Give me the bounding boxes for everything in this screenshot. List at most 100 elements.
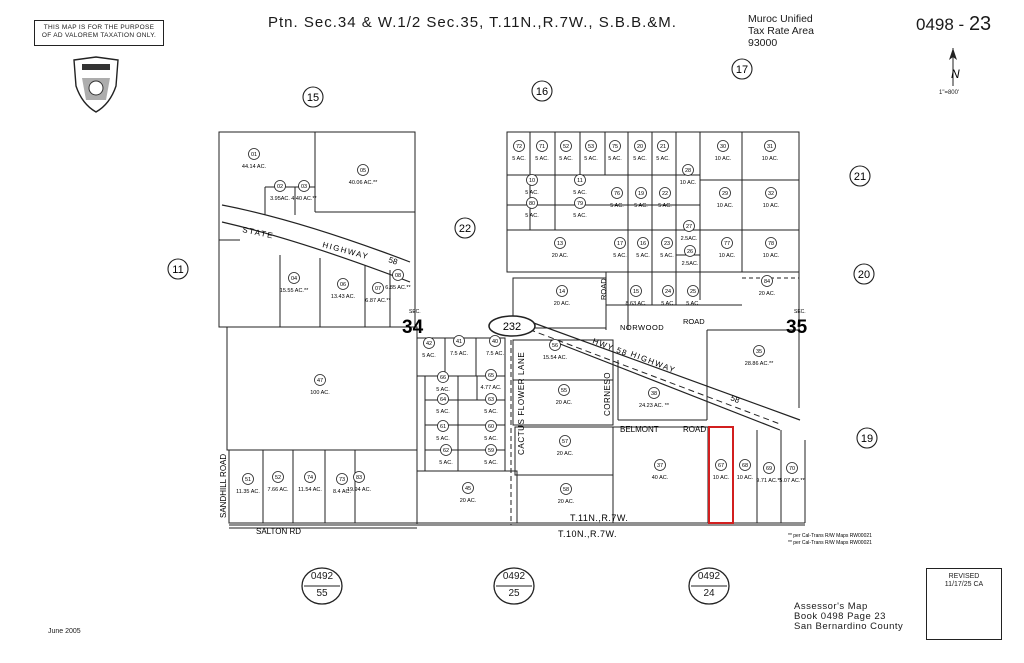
parcel-id[interactable]: 25 <box>690 289 696 295</box>
parcel-area: 10 AC. <box>713 475 730 481</box>
parcel-id[interactable]: 58 <box>563 487 569 493</box>
section-number[interactable]: 11 <box>172 264 183 276</box>
ref-map-1[interactable]: 0492 55 <box>298 566 346 606</box>
parcel-id[interactable]: 31 <box>767 144 773 150</box>
parcel-id[interactable]: 11 <box>577 178 583 184</box>
map-book: 0498 <box>916 15 954 34</box>
parcel-id[interactable]: 10 <box>529 178 535 184</box>
parcel-id[interactable]: 60 <box>488 424 494 430</box>
parcel-id[interactable]: 70 <box>789 466 795 472</box>
parcel-id[interactable]: 45 <box>465 486 471 492</box>
parcel-id[interactable]: 03 <box>301 184 307 190</box>
parcel-id[interactable]: 65 <box>488 373 494 379</box>
parcel-id[interactable]: 01 <box>251 152 257 158</box>
parcel-id[interactable]: 38 <box>651 391 657 397</box>
parcel-id[interactable]: 07 <box>375 286 381 292</box>
parcel-id[interactable]: 05 <box>360 168 366 174</box>
parcel-id[interactable]: 41 <box>456 339 462 345</box>
parcel-id[interactable]: 35 <box>756 349 762 355</box>
parcel-id[interactable]: 06 <box>340 282 346 288</box>
parcel-id[interactable]: 69 <box>766 466 772 472</box>
section-number[interactable]: 22 <box>459 223 471 235</box>
tax-line3: 93000 <box>748 37 778 49</box>
parcel-id[interactable]: 02 <box>277 184 283 190</box>
parcel-id[interactable]: 22 <box>662 191 668 197</box>
parcel-area: 10 AC. <box>680 180 697 186</box>
parcel-circle-icon <box>634 140 646 152</box>
parcel-id[interactable]: 19 <box>638 191 644 197</box>
section-number[interactable]: 16 <box>536 86 548 98</box>
section-number[interactable]: 17 <box>736 64 748 76</box>
parcel-id[interactable]: 26 <box>687 249 693 255</box>
section-number[interactable]: 19 <box>861 433 873 445</box>
parcel-id[interactable]: 55 <box>561 388 567 394</box>
parcel-id[interactable]: 15 <box>633 289 639 295</box>
parcel-id[interactable]: 23 <box>664 241 670 247</box>
parcel-id[interactable]: 73 <box>339 477 345 483</box>
parcel-id[interactable]: 71 <box>539 144 545 150</box>
parcel-id[interactable]: 64 <box>440 397 446 403</box>
parcel-id[interactable]: 78 <box>768 241 774 247</box>
parcel-id[interactable]: 24 <box>665 289 671 295</box>
parcel-id[interactable]: 13 <box>557 241 563 247</box>
township-south: T.10N.,R.7W. <box>558 529 617 539</box>
section-number[interactable]: 20 <box>858 269 870 281</box>
parcel-id[interactable]: 29 <box>722 191 728 197</box>
parcel-id[interactable]: 63 <box>488 397 494 403</box>
parcel-id[interactable]: 66 <box>440 375 446 381</box>
north-arrow-icon: N <box>949 48 960 86</box>
parcel-id[interactable]: 75 <box>612 144 618 150</box>
parcel-id[interactable]: 80 <box>529 201 535 207</box>
parcel-id[interactable]: 17 <box>617 241 623 247</box>
parcel-id[interactable]: 53 <box>588 144 594 150</box>
parcel-id[interactable]: 72 <box>516 144 522 150</box>
parcel-area: 5 AC. <box>613 253 627 259</box>
parcel-id[interactable]: 08 <box>395 273 401 279</box>
parcel-id[interactable]: 30 <box>720 144 726 150</box>
parcel-id[interactable]: 59 <box>488 448 494 454</box>
parcel-circle-icon <box>453 335 465 347</box>
ref-map-2[interactable]: 0492 25 <box>490 566 538 606</box>
parcel-circle-icon <box>761 275 773 287</box>
parcel-id[interactable]: 40 <box>492 339 498 345</box>
section-number[interactable]: 21 <box>854 171 866 183</box>
parcel-id[interactable]: 27 <box>686 224 692 230</box>
parcel-id[interactable]: 16 <box>640 241 646 247</box>
parcel-id[interactable]: 61 <box>440 424 446 430</box>
parcel-id[interactable]: 42 <box>426 341 432 347</box>
parcel-id[interactable]: 62 <box>443 448 449 454</box>
parcel-circle-icon <box>440 444 452 456</box>
parcel-id[interactable]: 56 <box>552 343 558 349</box>
parcel-id[interactable]: 84 <box>764 279 770 285</box>
parcel-id[interactable]: 04 <box>291 276 297 282</box>
parcel-circle-icon <box>462 482 474 494</box>
parcel-id[interactable]: 52 <box>275 475 281 481</box>
parcel-circle-icon <box>314 374 326 386</box>
ref-map-3[interactable]: 0492 24 <box>685 566 733 606</box>
parcel-area: 20 AC. <box>556 400 573 406</box>
salton-label: SALTON RD <box>256 527 301 536</box>
parcel-id[interactable]: 21 <box>660 144 666 150</box>
parcel-id[interactable]: 74 <box>307 475 313 481</box>
parcel-id[interactable]: 67 <box>718 463 724 469</box>
parcel-id[interactable]: 28 <box>685 168 691 174</box>
tax-rate-area: Muroc Unified Tax Rate Area 93000 <box>748 13 814 49</box>
parcel-area: 5 AC. <box>535 156 549 162</box>
parcel-id[interactable]: 20 <box>637 144 643 150</box>
parcel-id[interactable]: 51 <box>245 477 251 483</box>
parcel-area: 5 AC. <box>439 460 453 466</box>
parcel-id[interactable]: 77 <box>724 241 730 247</box>
parcel-area: 6.87 AC.** <box>365 298 391 304</box>
parcel-id[interactable]: 83 <box>356 475 362 481</box>
section-number[interactable]: 15 <box>307 92 319 104</box>
parcel-id[interactable]: 47 <box>317 378 323 384</box>
parcel-id[interactable]: 76 <box>614 191 620 197</box>
parcel-id[interactable]: 37 <box>657 463 663 469</box>
parcel-circle-icon <box>304 471 316 483</box>
parcel-id[interactable]: 52 <box>563 144 569 150</box>
parcel-id[interactable]: 79 <box>577 201 583 207</box>
parcel-id[interactable]: 32 <box>768 191 774 197</box>
parcel-id[interactable]: 14 <box>559 289 565 295</box>
parcel-id[interactable]: 68 <box>742 463 748 469</box>
parcel-id[interactable]: 57 <box>562 439 568 445</box>
